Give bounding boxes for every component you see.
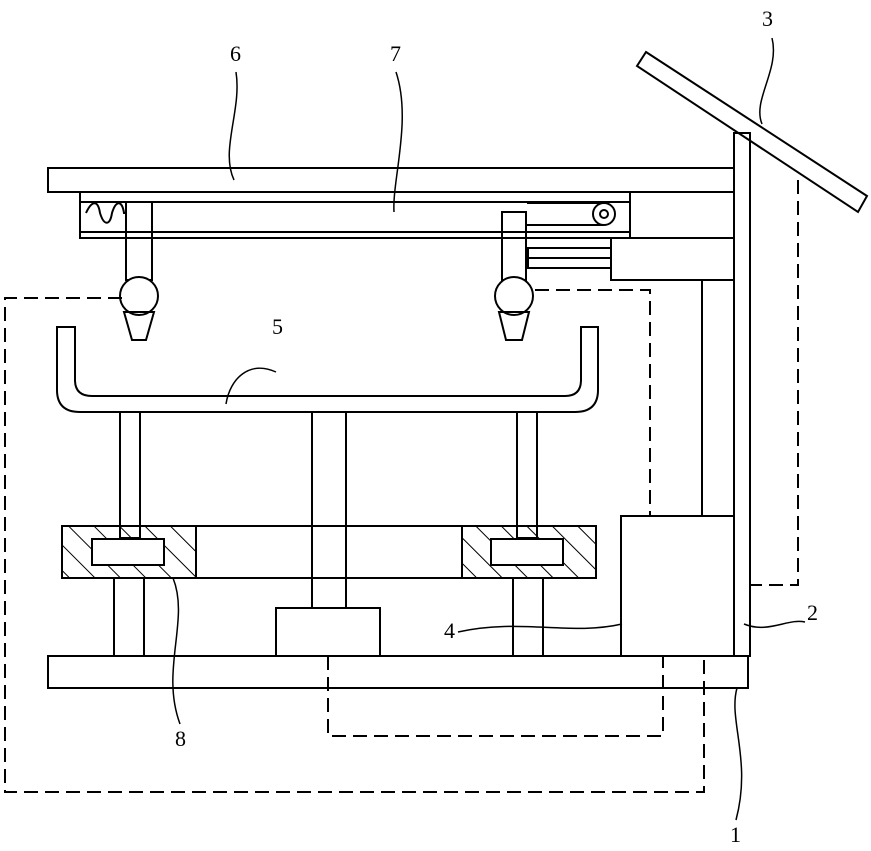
inclined-panel [637, 52, 867, 212]
wire-panel-loop [750, 180, 798, 585]
motor-base [276, 608, 380, 656]
label-tray: 5 [272, 314, 283, 339]
leader-4 [458, 624, 622, 632]
right-hanger [502, 212, 526, 280]
left-leg [114, 578, 144, 656]
left-joint [120, 277, 158, 315]
wire-nozzle-to-box [535, 290, 650, 516]
left-hanger [126, 202, 152, 280]
right-slider [491, 539, 563, 565]
wire-under-base [328, 656, 663, 736]
leader-5 [226, 368, 276, 404]
leader-3 [760, 38, 774, 124]
label-panel: 3 [762, 6, 773, 31]
actuator-body [611, 238, 734, 280]
pulley [593, 203, 615, 225]
top-plate [48, 168, 734, 192]
left-rod [120, 412, 140, 538]
right-joint [495, 277, 533, 315]
leader-1 [735, 688, 742, 820]
spring [86, 203, 126, 223]
label-column: 2 [807, 600, 818, 625]
vertical-column [734, 133, 750, 656]
label-box: 4 [444, 618, 455, 643]
label-block: 8 [175, 726, 186, 751]
right-nozzle [499, 312, 529, 340]
control-box [621, 516, 734, 656]
leader-8 [173, 578, 180, 724]
leader-6 [229, 72, 237, 180]
right-leg [513, 578, 543, 656]
right-rod [517, 412, 537, 538]
left-slider [92, 539, 164, 565]
label-base: 1 [730, 822, 741, 847]
label-top-plate: 6 [230, 41, 241, 66]
left-nozzle [124, 312, 154, 340]
base-plate [48, 656, 748, 688]
label-rail: 7 [390, 41, 401, 66]
pulley-axle [600, 210, 608, 218]
leader-2 [744, 621, 805, 627]
